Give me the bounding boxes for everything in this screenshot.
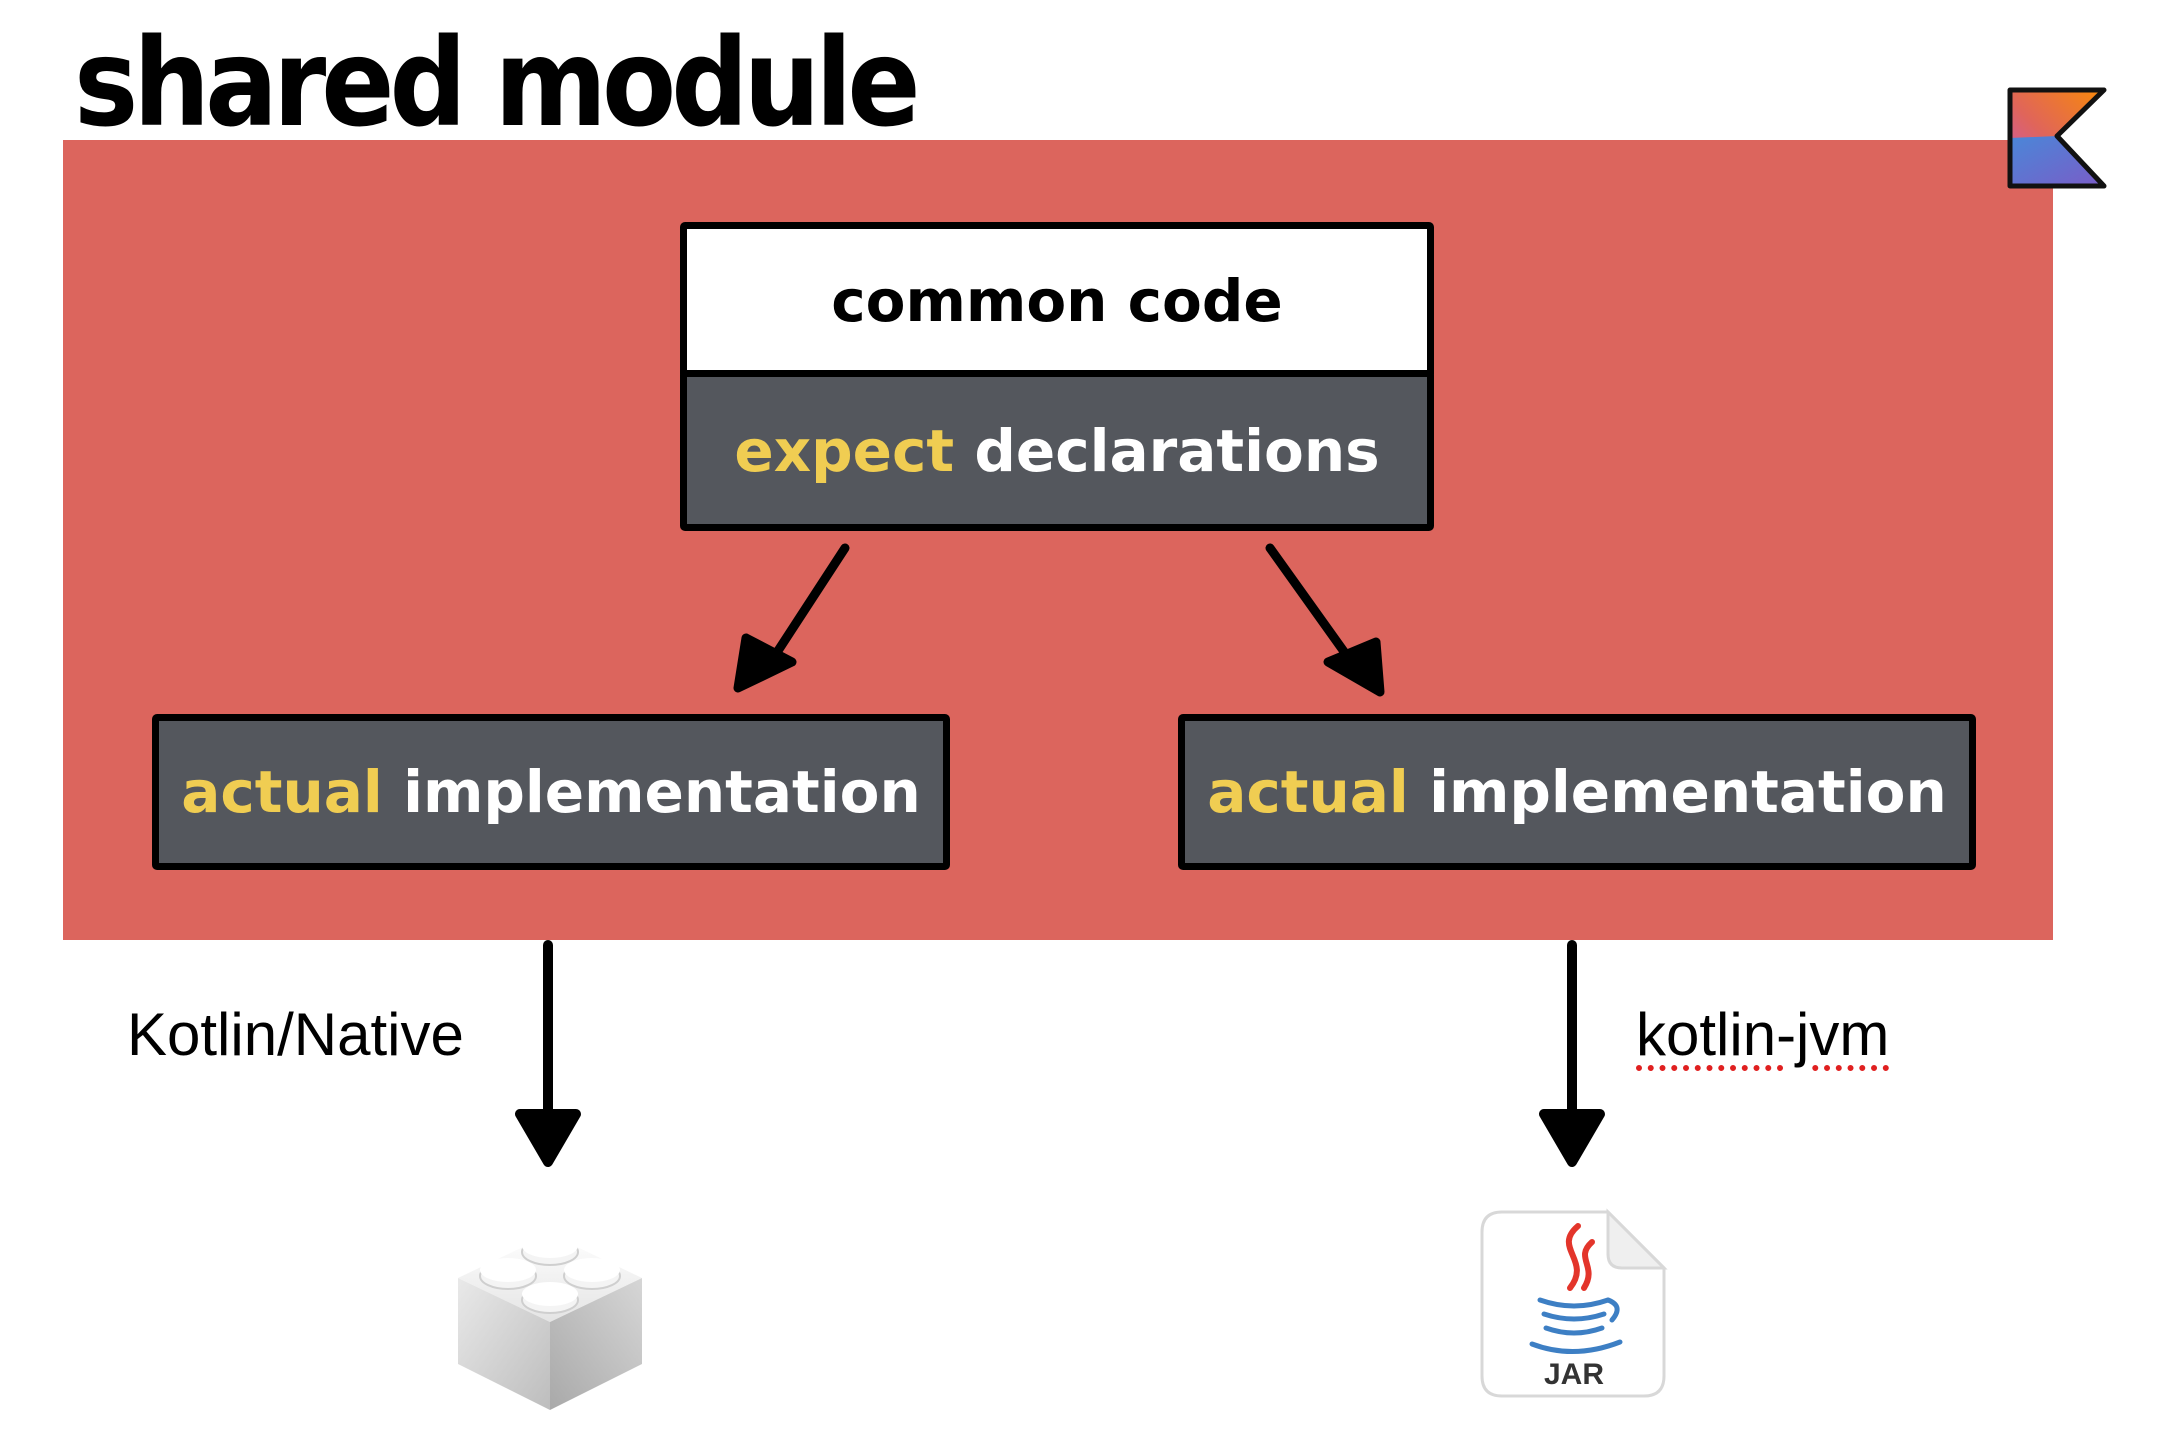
implementation-label: implementation: [403, 758, 921, 826]
common-code-label: common code: [831, 266, 1283, 335]
kotlin-native-label: Kotlin/Native: [127, 1001, 464, 1068]
expect-keyword: expect: [734, 416, 955, 485]
kotlin-jvm-label: kotlin-jvm: [1636, 1001, 1890, 1068]
kotlin-logo-icon: [2007, 87, 2107, 189]
expect-declarations-box: expect declarations: [680, 370, 1434, 531]
jar-icon-text: JAR: [1544, 1358, 1604, 1391]
diagram-title: shared module: [74, 14, 921, 154]
arrow-native-down: [515, 940, 581, 1167]
actual-implementation-jvm-box: actual implementation: [1178, 714, 1976, 870]
actual-keyword: actual: [181, 758, 383, 826]
arrow-jvm-down: [1539, 940, 1605, 1167]
arrow-expect-to-native: [733, 543, 850, 693]
implementation-label: implementation: [1429, 758, 1947, 826]
actual-implementation-native-box: actual implementation: [152, 714, 950, 870]
jar-file-icon: JAR: [1480, 1208, 1668, 1398]
declarations-label: declarations: [974, 416, 1380, 485]
arrow-expect-to-jvm: [1265, 543, 1385, 697]
actual-keyword: actual: [1207, 758, 1409, 826]
lego-framework-icon: [458, 1234, 642, 1410]
